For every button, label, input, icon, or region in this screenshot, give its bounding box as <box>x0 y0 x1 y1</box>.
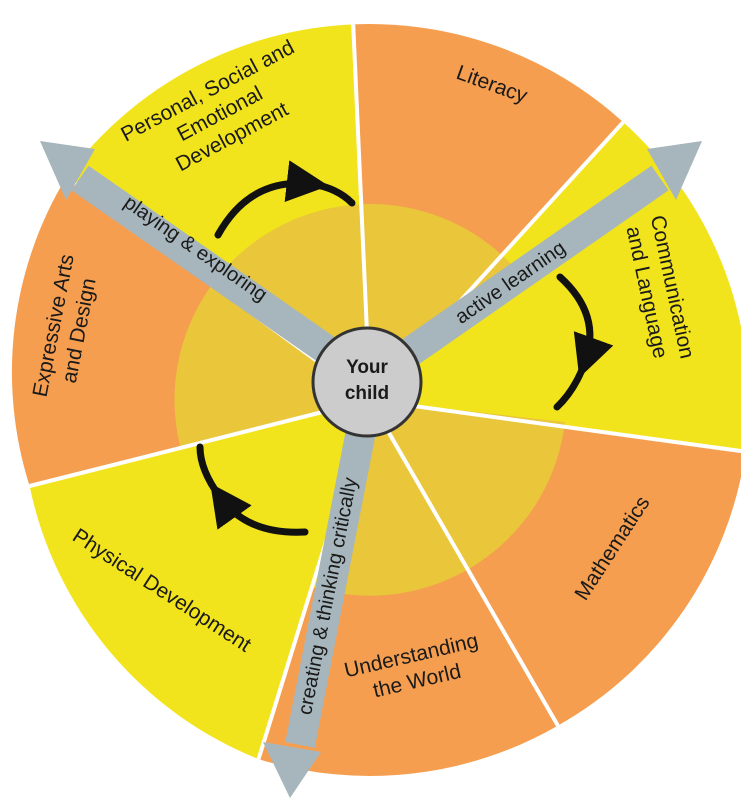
arrow-band-active-learning <box>361 165 669 393</box>
inner-segment-physical <box>180 400 370 591</box>
arrow-head-playing-exploring <box>40 141 95 200</box>
curved-arrow-left <box>210 483 309 536</box>
arrow-bands <box>40 141 702 798</box>
curved-arrow-top <box>214 160 329 239</box>
center-circle <box>311 326 423 438</box>
curved-arrow-left-tail <box>196 443 224 501</box>
arrow-band-creating-thinking <box>285 397 382 748</box>
inner-segment-mathematics <box>370 400 565 559</box>
center-label-line1: Your <box>346 357 388 378</box>
curved-arrow-top-tail <box>308 180 356 207</box>
divider-line <box>29 398 371 488</box>
curved-arrow-right-tail <box>553 358 589 411</box>
divider-line <box>369 398 741 454</box>
arrow-band-playing-exploring <box>71 165 379 393</box>
inner-segment-expressive <box>174 319 370 446</box>
center-label-line2: child <box>345 383 389 404</box>
curved-arrow-right <box>556 273 614 378</box>
arrow-head-active-learning <box>647 141 702 200</box>
divider-line <box>368 399 560 727</box>
arrow-head-creating-thinking <box>263 742 321 798</box>
center-hub: Your child <box>311 326 423 438</box>
curved-arrows <box>196 160 614 536</box>
